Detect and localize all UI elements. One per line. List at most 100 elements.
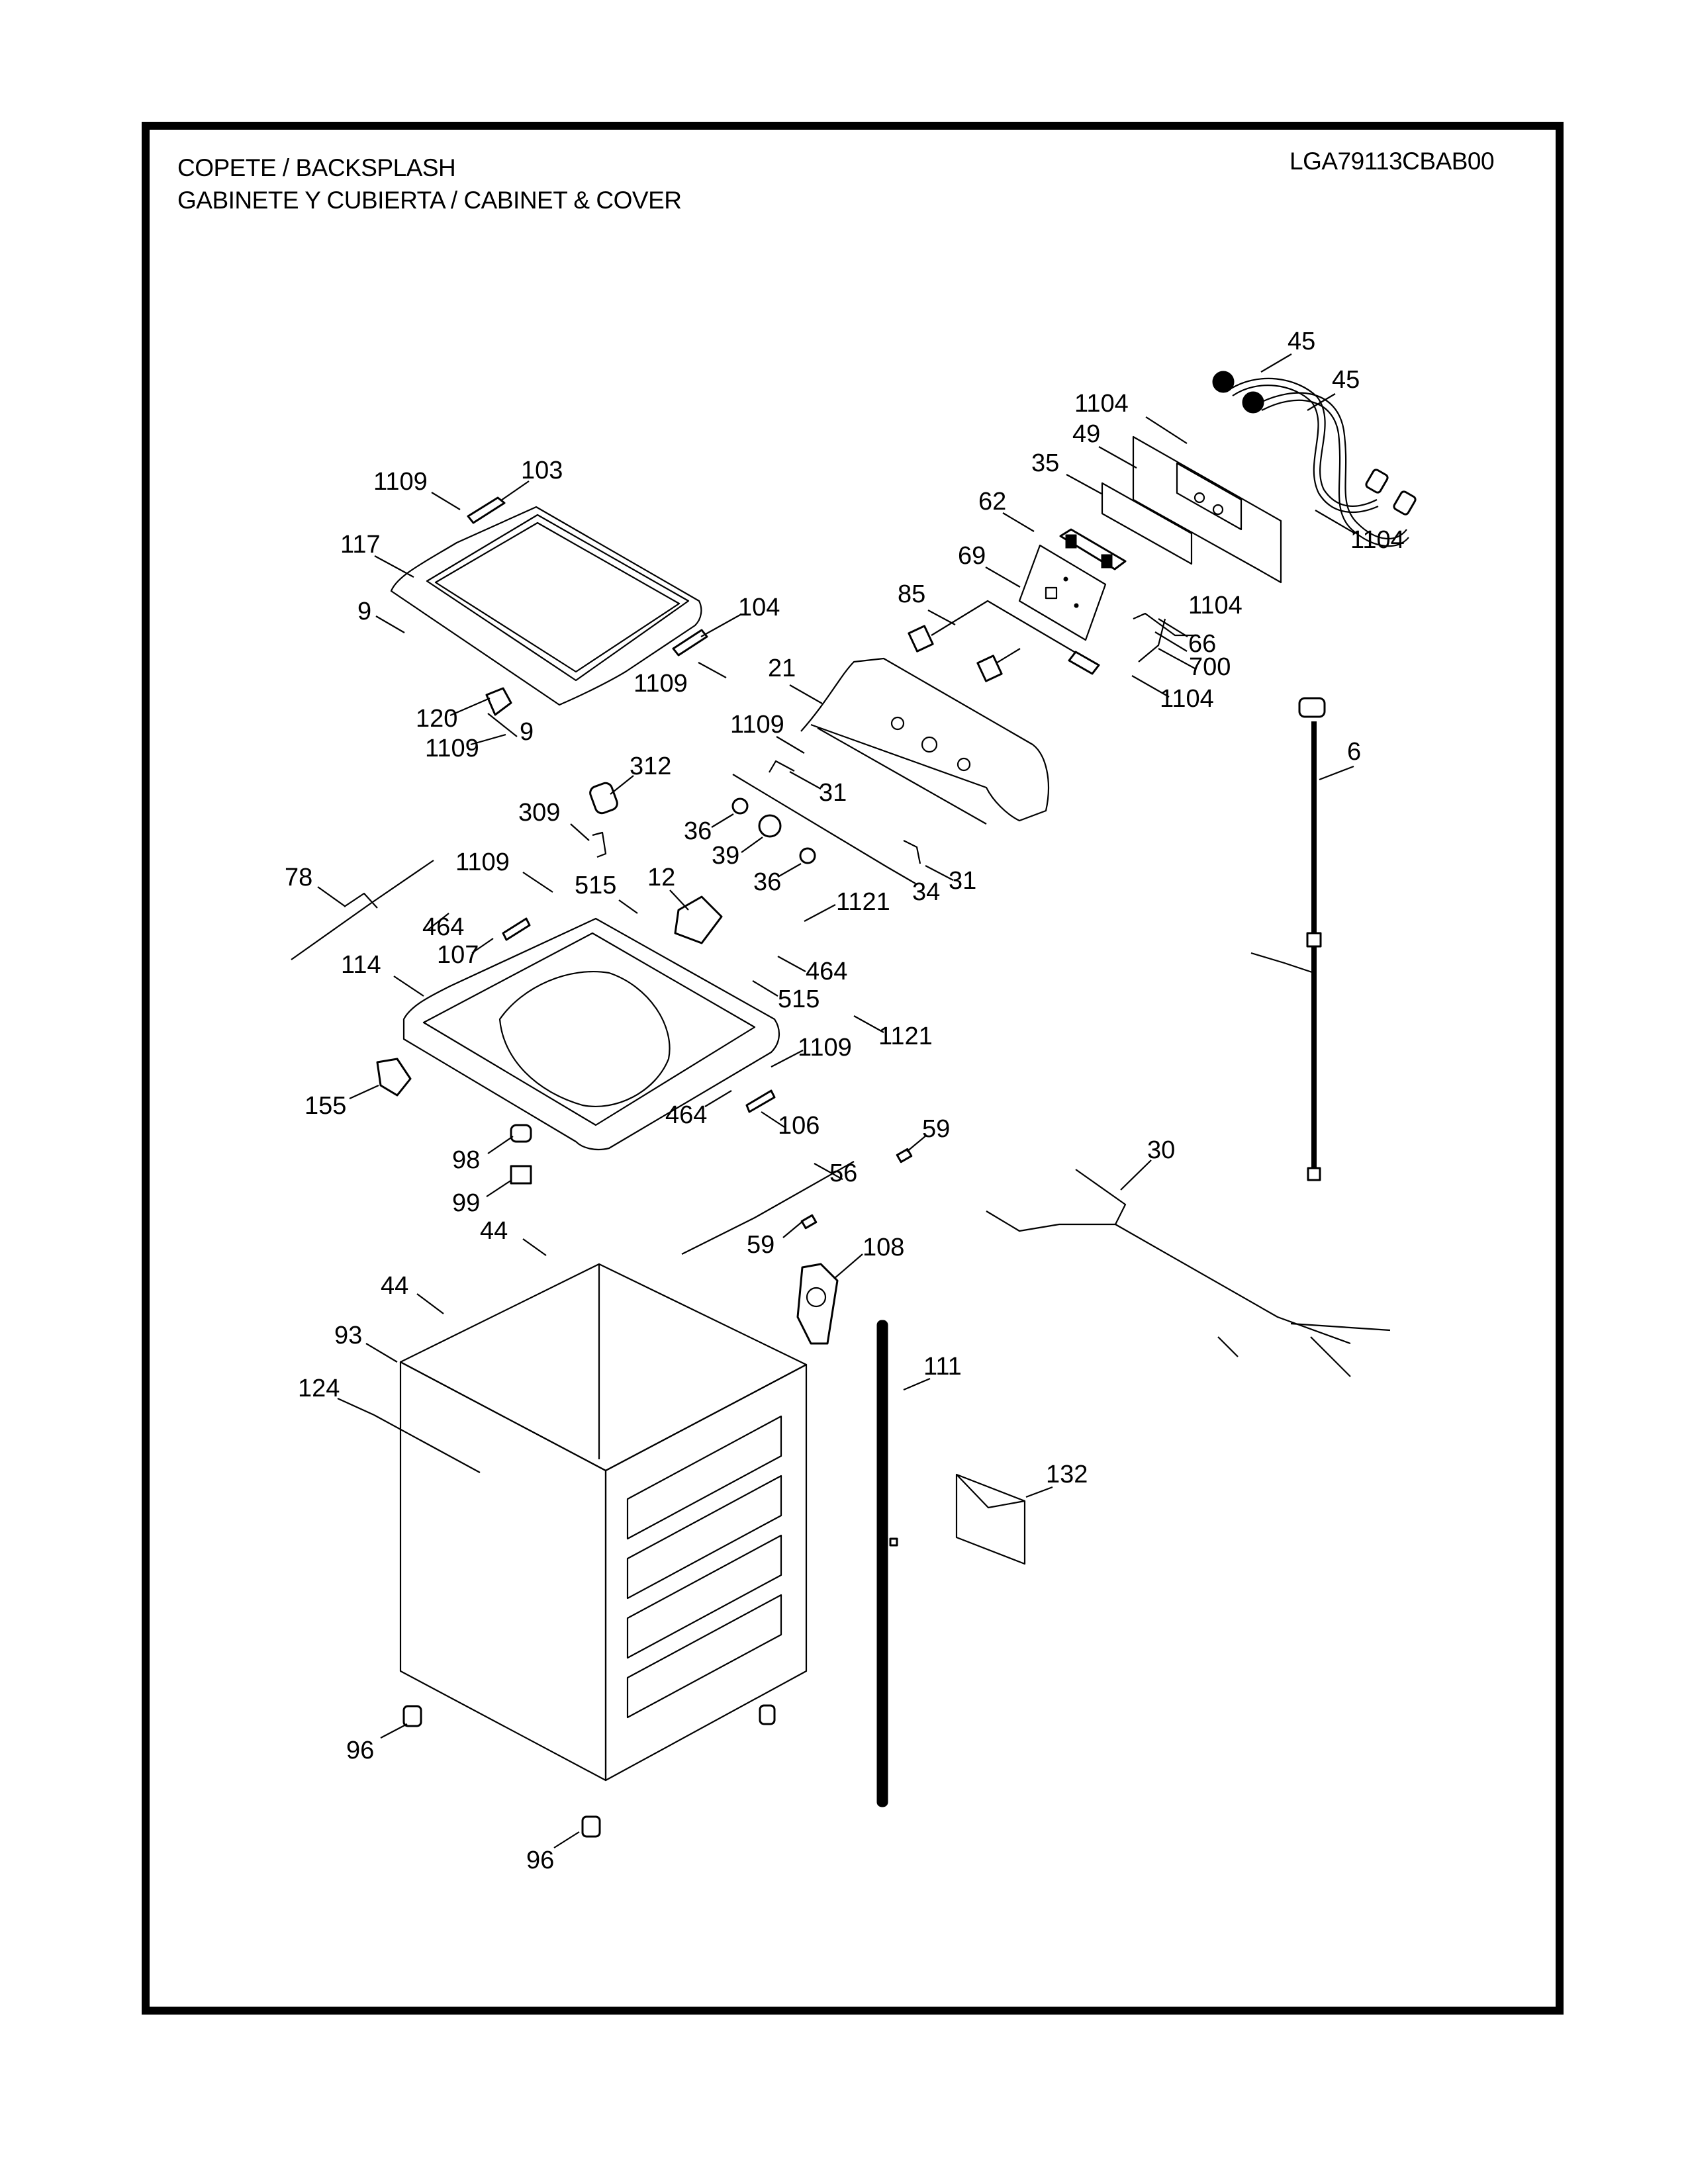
hose-coupling-icon <box>1242 391 1264 414</box>
callout-1109-hinge-top: 1109 <box>373 468 428 496</box>
backsplash-console-part <box>800 657 1050 825</box>
knob-small-part-2 <box>799 847 816 864</box>
callout-56: 56 <box>829 1160 857 1187</box>
callout-103: 103 <box>521 457 563 484</box>
section-title-cabinet-cover: GABINETE Y CUBIERTA / CABINET & COVER <box>177 187 682 214</box>
backsplash-label-part <box>1101 482 1193 565</box>
main-wire-harness-part <box>986 1169 1391 1377</box>
cabinet-part <box>399 1263 808 1782</box>
callout-85: 85 <box>898 580 925 608</box>
wire-clip-bottom-part <box>800 1214 818 1230</box>
callout-69: 69 <box>958 542 986 570</box>
callout-44-left: 44 <box>381 1272 408 1300</box>
callout-39: 39 <box>712 842 739 870</box>
callout-700: 700 <box>1189 653 1231 681</box>
callout-6: 6 <box>1347 738 1361 766</box>
hose-coupling-icon <box>1212 371 1235 393</box>
trim-clip-left-part <box>769 760 795 773</box>
callout-132: 132 <box>1046 1461 1088 1488</box>
callout-1109-backsplash: 1109 <box>730 711 784 739</box>
callout-49: 49 <box>1072 420 1100 448</box>
callout-1104-mid: 1104 <box>1188 592 1243 619</box>
main-pcb-part <box>1018 544 1107 641</box>
callout-30: 30 <box>1147 1136 1175 1164</box>
callout-36-top: 36 <box>684 817 712 845</box>
callout-107: 107 <box>437 941 479 969</box>
callout-96-bottom: 96 <box>526 1846 554 1874</box>
cabinet-bracket-part <box>373 1414 481 1473</box>
knob-large-part <box>758 814 782 838</box>
button-housing-part <box>510 1165 532 1185</box>
callout-66: 66 <box>1188 630 1216 658</box>
lid-hinge-left-part <box>467 496 506 524</box>
section-title-backsplash: COPETE / BACKSPLASH <box>177 154 456 181</box>
callout-59-bottom: 59 <box>747 1231 774 1259</box>
callout-9-left: 9 <box>357 598 371 625</box>
lid-hinge-right-part <box>672 629 708 657</box>
callout-111: 111 <box>923 1353 962 1381</box>
callout-104: 104 <box>738 594 780 621</box>
callout-12: 12 <box>647 864 675 891</box>
lid-lock-part <box>485 687 512 716</box>
callout-309: 309 <box>518 799 560 827</box>
rotary-switch-part <box>1059 528 1127 570</box>
callout-464-right: 464 <box>806 958 847 985</box>
callout-9-right: 9 <box>520 718 534 746</box>
callout-31-left: 31 <box>819 779 847 807</box>
capacitor-bracket-part <box>592 831 607 858</box>
callout-1109-topplate: 1109 <box>455 848 510 876</box>
door-switch-harness-part <box>291 860 434 960</box>
callout-36-bottom: 36 <box>753 868 781 896</box>
dispenser-cup-part <box>376 1058 412 1097</box>
inlet-hoses-part <box>1212 371 1417 547</box>
callout-1109-lock: 1109 <box>425 735 479 762</box>
callout-155: 155 <box>305 1092 346 1120</box>
callout-98: 98 <box>452 1146 480 1174</box>
callout-515-upper: 515 <box>575 872 616 899</box>
rear-cover-panel-part <box>1132 435 1282 584</box>
drain-hose-part <box>876 1320 898 1807</box>
callout-1104-lower: 1104 <box>1160 685 1214 713</box>
callout-108: 108 <box>863 1234 904 1261</box>
lid-switch-part <box>502 917 531 941</box>
callout-464-left: 464 <box>422 913 464 941</box>
power-cord-part <box>1250 697 1326 1181</box>
callout-96-left: 96 <box>346 1737 374 1764</box>
knob-small-part <box>731 797 749 815</box>
callout-124: 124 <box>298 1375 340 1402</box>
sensor-harness-56-part <box>681 1161 855 1255</box>
drain-bracket-part <box>796 1263 839 1345</box>
callout-1104-right: 1104 <box>1350 526 1405 554</box>
capacitor-part <box>589 782 618 815</box>
callout-114: 114 <box>341 951 381 979</box>
switch-actuator-part <box>745 1089 776 1113</box>
callout-1109-hinge-right: 1109 <box>633 670 688 698</box>
sensor-harness-part <box>908 600 1100 682</box>
owners-manual-part <box>955 1473 1026 1565</box>
callout-31-right: 31 <box>949 867 976 895</box>
callout-45-top: 45 <box>1288 328 1315 355</box>
callout-1121-upper: 1121 <box>836 888 890 916</box>
callout-515-lower: 515 <box>778 985 820 1013</box>
callout-99: 99 <box>452 1189 480 1217</box>
callout-62: 62 <box>978 488 1006 516</box>
callout-34: 34 <box>912 878 940 906</box>
trim-clip-right-part <box>903 840 921 864</box>
trim-strip-part <box>732 774 888 868</box>
callout-1109-front: 1109 <box>798 1034 852 1062</box>
leveling-foot-part <box>402 1704 776 1838</box>
callout-44-top: 44 <box>480 1217 508 1245</box>
callout-106: 106 <box>778 1112 820 1140</box>
callout-1121-lower: 1121 <box>878 1023 933 1050</box>
knob-insert-part <box>510 1124 532 1143</box>
diagram-frame <box>142 122 1564 2015</box>
callout-45-lower: 45 <box>1332 366 1360 394</box>
callout-1104-upper: 1104 <box>1074 390 1129 418</box>
callout-93: 93 <box>334 1322 362 1349</box>
callout-120: 120 <box>416 705 457 733</box>
model-number: LGA79113CBAB00 <box>1289 148 1495 175</box>
top-plate-part <box>402 917 780 1151</box>
callout-59-top: 59 <box>922 1115 950 1143</box>
